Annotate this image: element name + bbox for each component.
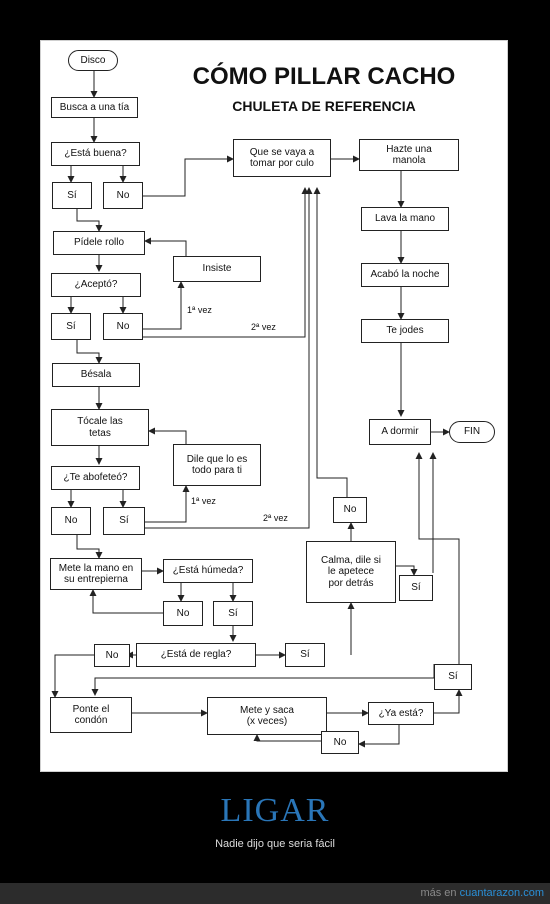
node-condon: Ponte el condón <box>50 697 132 733</box>
edge-no4-entrepierna <box>89 589 163 614</box>
node-calma: Calma, dile si le apetece por detrás <box>306 541 396 603</box>
edge-si6-condon <box>91 664 435 696</box>
edge-si6-dormir <box>415 452 460 664</box>
node-si2: Sí <box>51 313 91 340</box>
edge-calma-si7 <box>396 565 418 576</box>
node-jodes: Te jodes <box>361 319 449 343</box>
edge-label-2a-vez-abofeteo: 2ª vez <box>263 513 288 523</box>
caption-title: LIGAR <box>220 792 330 829</box>
node-no3: No <box>51 507 91 535</box>
edge-no1-tomar <box>143 155 234 197</box>
chart-title: CÓMO PILLAR CACHO <box>192 63 456 90</box>
node-no1: No <box>103 182 143 209</box>
footer-site-link[interactable]: cuantarazon.com <box>459 887 544 899</box>
edge-insiste-rollo <box>144 237 187 256</box>
node-no7: No <box>333 497 367 523</box>
edge-no7-tomar <box>313 187 348 497</box>
node-disco: Disco <box>68 50 118 71</box>
node-dile: Dile que lo es todo para ti <box>173 444 261 486</box>
chart-subtitle: CHULETA DE REFERENCIA <box>232 98 416 114</box>
node-rollo: Pídele rollo <box>53 231 145 255</box>
node-fin: FIN <box>449 421 495 443</box>
node-insiste: Insiste <box>173 256 261 282</box>
node-si3: Sí <box>103 507 145 535</box>
node-si5: Sí <box>285 643 325 667</box>
node-buena: ¿Está buena? <box>51 142 140 166</box>
node-tetas: Tócale las tetas <box>51 409 149 446</box>
node-busca: Busca a una tía <box>51 97 138 118</box>
node-lava: Lava la mano <box>361 207 449 231</box>
node-regla: ¿Está de regla? <box>136 643 256 667</box>
node-no5: No <box>94 644 130 667</box>
node-acabo: Acabó la noche <box>361 263 449 287</box>
node-abofeteo: ¿Te abofeteó? <box>51 466 140 490</box>
flowchart-connectors <box>51 71 463 748</box>
footer-text: más en cuantarazon.com <box>420 887 544 899</box>
node-dormir: A dormir <box>369 419 431 445</box>
edge-si1-rollo <box>76 209 103 232</box>
flowchart-panel: CÓMO PILLAR CACHO CHULETA DE REFERENCIA … <box>40 40 508 772</box>
edge-label-1a-vez-dile: 1ª vez <box>191 496 216 506</box>
edge-no2-insiste <box>141 281 185 330</box>
node-acepto: ¿Aceptó? <box>51 273 141 297</box>
caption-subtitle: Nadie dijo que seria fácil <box>215 838 335 850</box>
edge-no3-tomar <box>145 187 313 529</box>
node-si7: Sí <box>399 575 433 601</box>
edge-no6-metesaca <box>253 734 321 742</box>
edge-si2-besala <box>76 340 103 364</box>
node-si4: Sí <box>213 601 253 626</box>
node-no6: No <box>321 731 359 754</box>
footer-bar: más en cuantarazon.com <box>0 883 550 904</box>
node-si1: Sí <box>52 182 92 209</box>
edge-yaesta-si6 <box>434 689 463 714</box>
edge-si3-dile <box>145 485 190 523</box>
edge-yaesta-no6 <box>358 725 400 748</box>
edge-no5-condon <box>51 654 94 698</box>
edge-no3-entrepierna <box>76 535 103 559</box>
node-yaesta: ¿Ya está? <box>368 702 434 725</box>
node-tomar: Que se vaya a tomar por culo <box>233 139 331 177</box>
node-humeda: ¿Está húmeda? <box>163 559 253 583</box>
node-si6: Sí <box>434 664 472 690</box>
node-metesaca: Mete y saca (x veces) <box>207 697 327 735</box>
node-no4: No <box>163 601 203 626</box>
node-no2: No <box>103 313 143 340</box>
footer-prefix: más en <box>420 887 457 899</box>
node-besala: Bésala <box>52 363 140 387</box>
edge-label-1a-vez-insiste: 1ª vez <box>187 305 212 315</box>
edge-no2-tomar <box>141 187 309 338</box>
edge-label-2a-vez-acepto: 2ª vez <box>251 322 276 332</box>
node-entrepierna: Mete la mano en su entrepierna <box>50 558 142 590</box>
node-manola: Hazte una manola <box>359 139 459 171</box>
